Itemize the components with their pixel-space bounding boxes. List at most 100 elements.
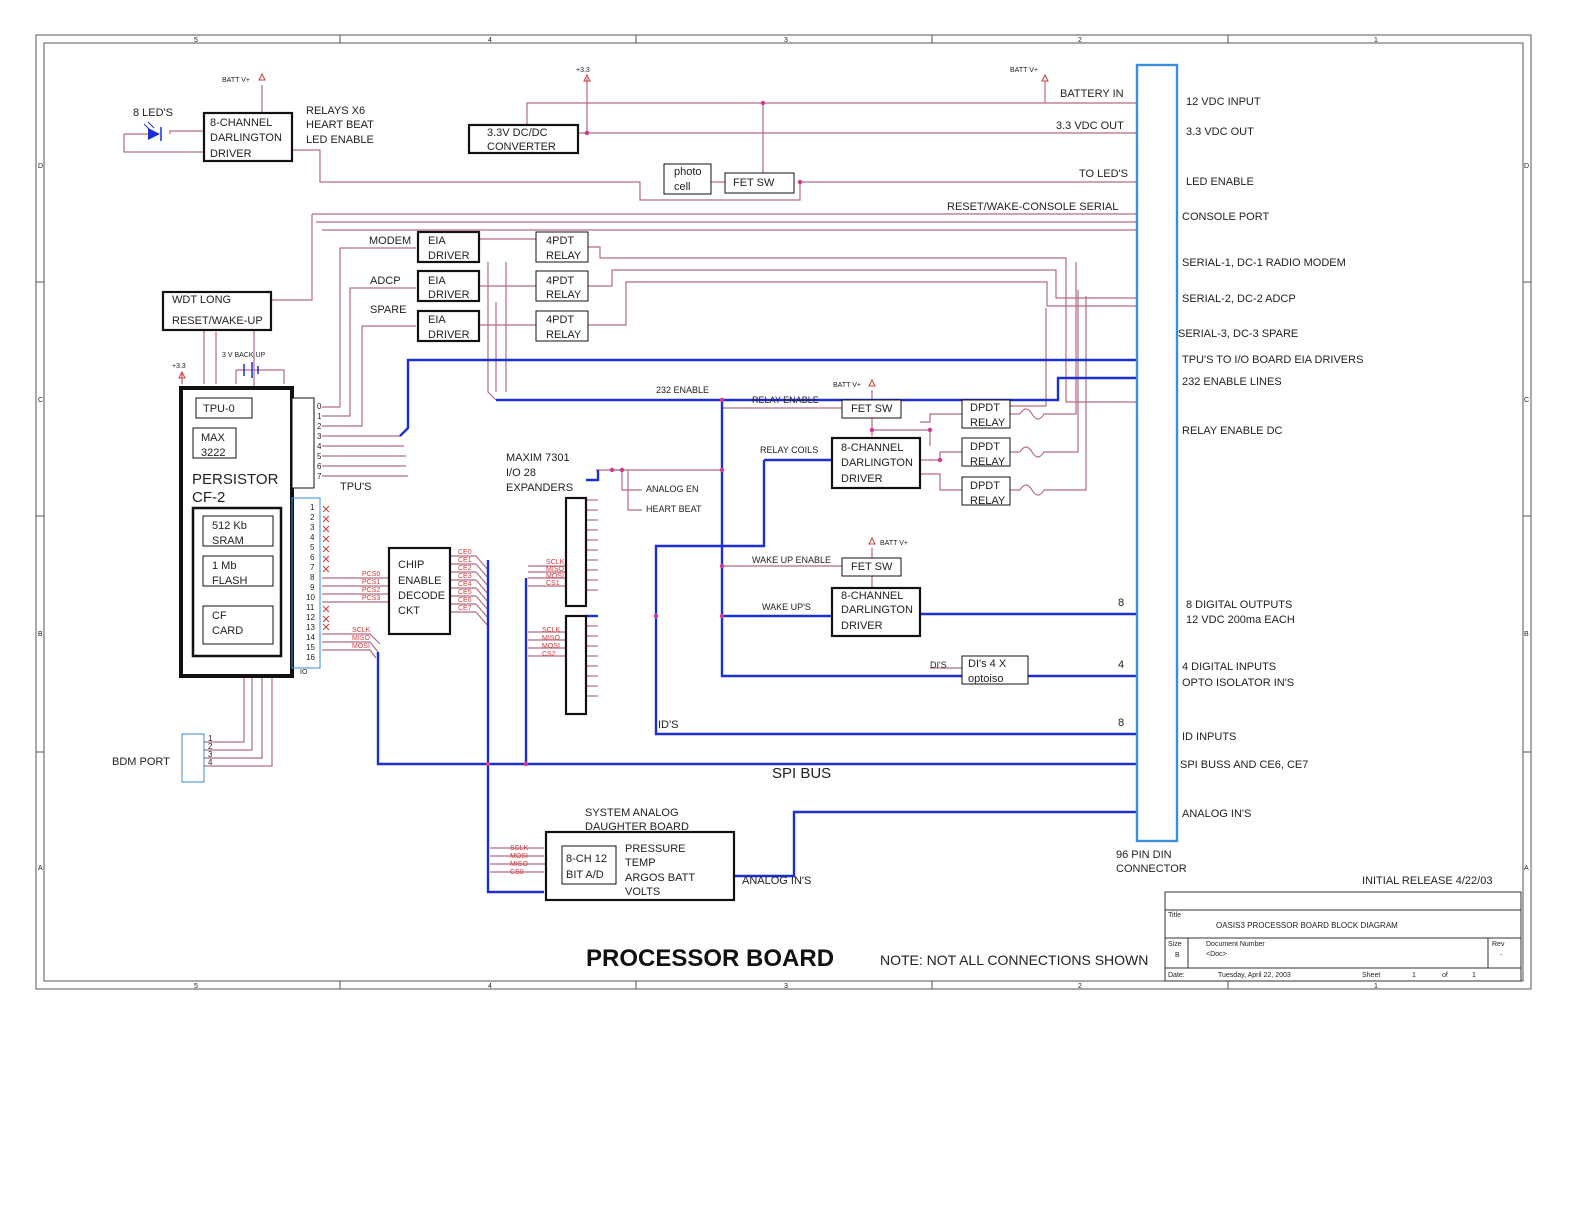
svg-text:Rev: Rev — [1492, 941, 1505, 948]
eia-driver-adcp — [416, 269, 481, 303]
svg-text:1: 1 — [208, 734, 213, 743]
svg-text:CE4: CE4 — [458, 581, 472, 588]
svg-text:B: B — [1175, 952, 1180, 959]
wake-enable-label: WAKE UP ENABLE — [752, 555, 831, 565]
io-pin-header — [291, 497, 321, 669]
din-connector — [1135, 63, 1179, 843]
wdt-block — [161, 290, 273, 332]
count-8-outputs: 8 — [1118, 597, 1124, 609]
svg-text:CE3: CE3 — [458, 573, 472, 580]
bdm-port-label: BDM PORT — [112, 756, 170, 768]
power-arrow-icon — [258, 72, 266, 81]
svg-text:8-CHANNEL: 8-CHANNEL — [841, 590, 903, 602]
modem-label: MODEM — [369, 235, 411, 247]
svg-text:DECODE: DECODE — [398, 590, 445, 602]
svg-text:5: 5 — [317, 452, 322, 461]
zone-a-left: A — [38, 865, 43, 872]
svg-text:DPDT: DPDT — [970, 441, 1000, 453]
svg-text:1 Mb: 1 Mb — [212, 560, 236, 572]
svg-text:BIT A/D: BIT A/D — [566, 869, 604, 881]
svg-text:MAX: MAX — [201, 432, 226, 444]
connector-label-1: 96 PIN DIN — [1116, 849, 1172, 861]
svg-text:-: - — [1500, 952, 1503, 959]
power-arrow-icon — [868, 378, 876, 387]
junction-dots — [485, 100, 943, 767]
svg-text:7: 7 — [317, 472, 322, 481]
svg-text:DPDT: DPDT — [970, 480, 1000, 492]
sensor-argos-batt: ARGOS BATT — [625, 872, 695, 884]
svg-text:CHIP: CHIP — [398, 559, 424, 571]
bdm-port-connector — [181, 733, 205, 783]
expander-2 — [564, 614, 588, 716]
zone-4-top: 4 — [488, 37, 492, 44]
svg-text:Date:: Date: — [1168, 972, 1185, 979]
svg-text:7: 7 — [310, 563, 315, 572]
dpdt-relay-2 — [961, 437, 1011, 467]
svg-text:DARLINGTON: DARLINGTON — [841, 457, 913, 469]
svg-text:2: 2 — [317, 422, 322, 431]
title-block: Title OASIS3 PROCESSOR BOARD BLOCK DIAGR… — [1164, 891, 1522, 982]
count-8-ids: 8 — [1118, 717, 1124, 729]
svg-text:CE6: CE6 — [458, 597, 472, 604]
svg-text:RELAY: RELAY — [970, 456, 1006, 468]
svg-text:1: 1 — [1412, 972, 1416, 979]
board-title: PROCESSOR BOARD — [586, 945, 834, 972]
leds-label: 8 LED'S — [133, 107, 173, 119]
svg-text:15: 15 — [306, 643, 315, 652]
pin-digital-outputs-rating: 12 VDC 200ma EACH — [1186, 614, 1295, 626]
en232-label: 232 ENABLE — [656, 385, 709, 395]
svg-text:FET SW: FET SW — [851, 403, 893, 415]
svg-text:9: 9 — [310, 583, 315, 592]
zone-3-top: 3 — [784, 37, 788, 44]
svg-text:RELAY: RELAY — [546, 289, 582, 301]
analog-ins-label: ANALOG IN'S — [742, 875, 811, 887]
to-leds-label: TO LED'S — [1079, 168, 1128, 180]
svg-text:3: 3 — [208, 750, 213, 759]
zone-b-right: B — [1524, 631, 1529, 638]
darlington-top-block — [202, 111, 294, 163]
adc-block — [561, 845, 617, 885]
svg-text:SCLK: SCLK — [546, 559, 565, 566]
svg-text:6: 6 — [317, 462, 322, 471]
out33-label: 3.3 VDC OUT — [1056, 120, 1124, 132]
zone-d-right: D — [1524, 163, 1529, 170]
bus-lines — [376, 358, 1137, 894]
darlington-mid-block — [830, 436, 922, 490]
svg-text:2: 2 — [310, 513, 315, 522]
no-connect-marks — [322, 505, 330, 631]
eia-driver-spare — [416, 309, 481, 343]
svg-text:DI's 4 X: DI's 4 X — [968, 658, 1007, 670]
svg-text:SRAM: SRAM — [212, 535, 244, 547]
relays-note-2: HEART BEAT — [306, 119, 374, 131]
connector-pin-labels: 12 VDC INPUT 3.3 VDC OUT LED ENABLE CONS… — [1178, 96, 1363, 820]
svg-text:1: 1 — [1472, 972, 1476, 979]
svg-text:MOSI: MOSI — [542, 643, 560, 650]
v33b-label: +3.3 — [172, 363, 186, 370]
pin-12vdc-input: 12 VDC INPUT — [1186, 96, 1261, 108]
svg-text:optoiso: optoiso — [968, 673, 1003, 685]
zone-b-left: B — [38, 631, 43, 638]
io-pin-numbers: 1 2 3 4 5 6 7 8 9 10 11 12 13 14 15 16 I… — [300, 503, 315, 676]
fet-switch-top — [724, 172, 795, 194]
relay-4pdt-2 — [535, 270, 589, 302]
svg-text:CE7: CE7 — [458, 605, 472, 612]
spi-labels: SCLK MISO MOSI — [352, 627, 371, 650]
svg-text:4PDT: 4PDT — [546, 275, 574, 287]
signal-wires — [123, 78, 1137, 873]
darlington-top-line3: DRIVER — [210, 148, 252, 160]
svg-text:RELAY: RELAY — [546, 250, 582, 262]
reset-console-label: RESET/WAKE-CONSOLE SERIAL — [947, 201, 1118, 213]
svg-text:16: 16 — [306, 653, 315, 662]
svg-text:3: 3 — [310, 523, 315, 532]
zone-3-bottom: 3 — [784, 983, 788, 990]
persistor-label-1: PERSISTOR — [192, 471, 279, 488]
svg-text:RELAY: RELAY — [970, 495, 1006, 507]
persistor-label-2: CF-2 — [192, 489, 225, 506]
pcs-labels: PCS0 PCS1 PCS2 PCS3 — [362, 571, 380, 602]
pin-opto-isolator: OPTO ISOLATOR IN'S — [1182, 677, 1294, 689]
svg-text:CARD: CARD — [212, 625, 243, 637]
expander-1 — [564, 496, 588, 608]
power-arrow-icon — [583, 73, 591, 82]
dcdc-line2: CONVERTER — [487, 141, 556, 153]
